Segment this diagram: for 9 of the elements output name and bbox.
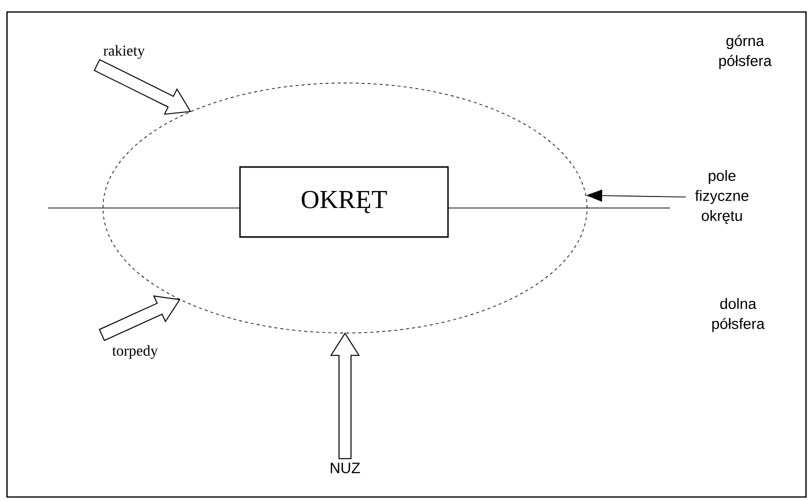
region-label: górna półsfera xyxy=(719,34,772,70)
weapon-label: rakiety xyxy=(103,45,145,59)
block-arrow xyxy=(330,332,360,460)
protection-zone-ellipse xyxy=(102,82,588,334)
ship-box: OKRĘT xyxy=(239,166,449,238)
weapon-label: torpedy xyxy=(112,345,158,359)
field-label: pole fizyczne okrętu xyxy=(695,170,748,224)
weapon-label: NUZ xyxy=(330,462,360,474)
region-label: dolna półsfera xyxy=(712,298,765,332)
